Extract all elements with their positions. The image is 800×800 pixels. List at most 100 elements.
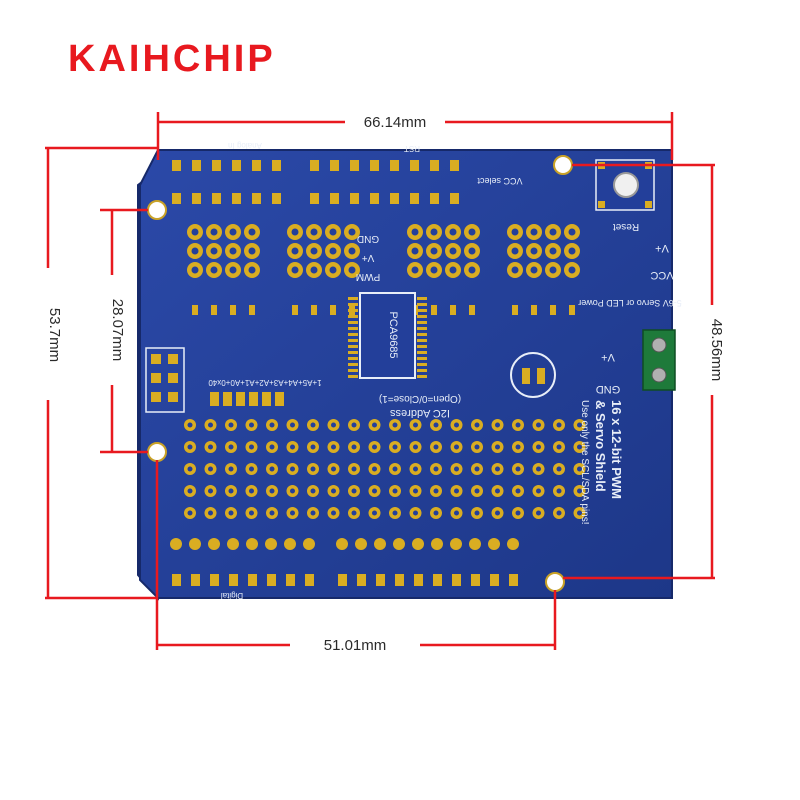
bottom-header-pad (509, 574, 518, 586)
chip-pin (417, 309, 427, 312)
proto-hole (228, 488, 234, 494)
proto-hole (351, 466, 357, 472)
bottom-pad (336, 538, 348, 550)
bottom-header-pad (452, 574, 461, 586)
proto-hole (433, 422, 439, 428)
proto-hole (331, 466, 336, 472)
servo-pad-hole (191, 247, 199, 255)
proto-hole (228, 422, 234, 428)
proto-hole (249, 510, 254, 516)
servo-pad-hole (568, 266, 576, 274)
chip-pin (417, 369, 427, 372)
servo-pad-hole (430, 228, 438, 236)
chip-pin (417, 327, 427, 330)
servo-pad-hole (411, 247, 419, 255)
chip-pin (417, 321, 427, 324)
servo-pad-hole (291, 266, 299, 274)
left-3x2-header (145, 347, 185, 413)
servo-pad-hole (348, 228, 356, 236)
servo-trace-pad (450, 305, 456, 315)
chip-pin (417, 333, 427, 336)
bottom-pad (303, 538, 315, 550)
proto-hole (351, 488, 357, 494)
proto-hole (454, 444, 459, 450)
servo-pad-hole (430, 247, 438, 255)
bottom-header-pad (229, 574, 238, 586)
address-hint: (Open=0/Close=1) (379, 393, 461, 404)
proto-hole (536, 488, 541, 494)
header-pad (272, 193, 281, 204)
servo-pad-hole (229, 247, 237, 255)
dim-right-height: 48.56mm (708, 319, 725, 382)
servo-pad-hole (549, 266, 557, 274)
proto-hole (228, 466, 234, 472)
servo-pad-hole (530, 266, 538, 274)
bottom-pad (208, 538, 220, 550)
chip-pin (348, 357, 358, 360)
servo-trace-pad (230, 305, 236, 315)
address-pins-label: 1+A5+A4+A3+A2+A1+A0+0x40 (208, 378, 322, 387)
bottom-header-pad (376, 574, 385, 586)
proto-hole (290, 444, 295, 450)
proto-hole (228, 444, 234, 450)
bottom-header-pads (170, 538, 519, 586)
chip-pin (417, 363, 427, 366)
servo-pad-hole (568, 228, 576, 236)
servo-pad-hole (511, 247, 519, 255)
proto-hole (392, 488, 398, 494)
proto-hole (515, 422, 521, 428)
board-title-3: Use only the SCL/SDA pins! (579, 400, 590, 525)
proto-hole (577, 510, 582, 516)
vplus-label: V+ (362, 252, 375, 263)
proto-hole (495, 466, 500, 472)
proto-hole (413, 444, 418, 450)
proto-hole (228, 510, 234, 516)
bottom-pad (469, 538, 481, 550)
chip-pin (348, 345, 358, 348)
servo-trace-pad (531, 305, 537, 315)
servo-pad-hole (468, 228, 476, 236)
proto-hole (372, 488, 377, 494)
servo-pad-hole (329, 228, 337, 236)
chip-pin (417, 345, 427, 348)
bottom-pad (284, 538, 296, 550)
hole-top-right (553, 155, 573, 175)
proto-hole (208, 488, 213, 494)
bottom-header-pad (210, 574, 219, 586)
proto-hole (515, 444, 521, 450)
servo-pad-hole (411, 228, 419, 236)
proto-hole (331, 422, 336, 428)
proto-hole (351, 510, 357, 516)
chip-pin (348, 315, 358, 318)
servo-pad-hole (449, 247, 457, 255)
chip-pin (348, 333, 358, 336)
proto-hole (310, 488, 316, 494)
servo-trace-pad (431, 305, 437, 315)
proto-hole (392, 466, 398, 472)
board-title-1: 16 x 12-bit PWM (609, 400, 624, 499)
servo-pad-hole (449, 228, 457, 236)
hole-top-left (147, 200, 167, 220)
capacitor (510, 352, 556, 398)
chip-pin (417, 357, 427, 360)
proto-hole (433, 488, 439, 494)
bottom-pad (246, 538, 258, 550)
header-pad (390, 160, 399, 171)
dim-top-width: 66.14mm (364, 114, 427, 131)
terminal-gnd-label: GND (596, 383, 621, 395)
address-label: I2C Address (390, 407, 450, 419)
chip-pin (348, 375, 358, 378)
proto-hole (290, 488, 295, 494)
chip-pin (348, 303, 358, 306)
servo-trace-pad (311, 305, 317, 315)
proto-hole (187, 422, 193, 428)
chip-pin (417, 315, 427, 318)
proto-hole (577, 444, 582, 450)
servo-trace-pad (512, 305, 518, 315)
rst-label: RST (404, 144, 420, 153)
chip-pin (348, 327, 358, 330)
header-pad (252, 193, 261, 204)
reset-label: Reset (613, 221, 639, 232)
proto-hole (577, 466, 582, 472)
proto-hole (249, 488, 254, 494)
